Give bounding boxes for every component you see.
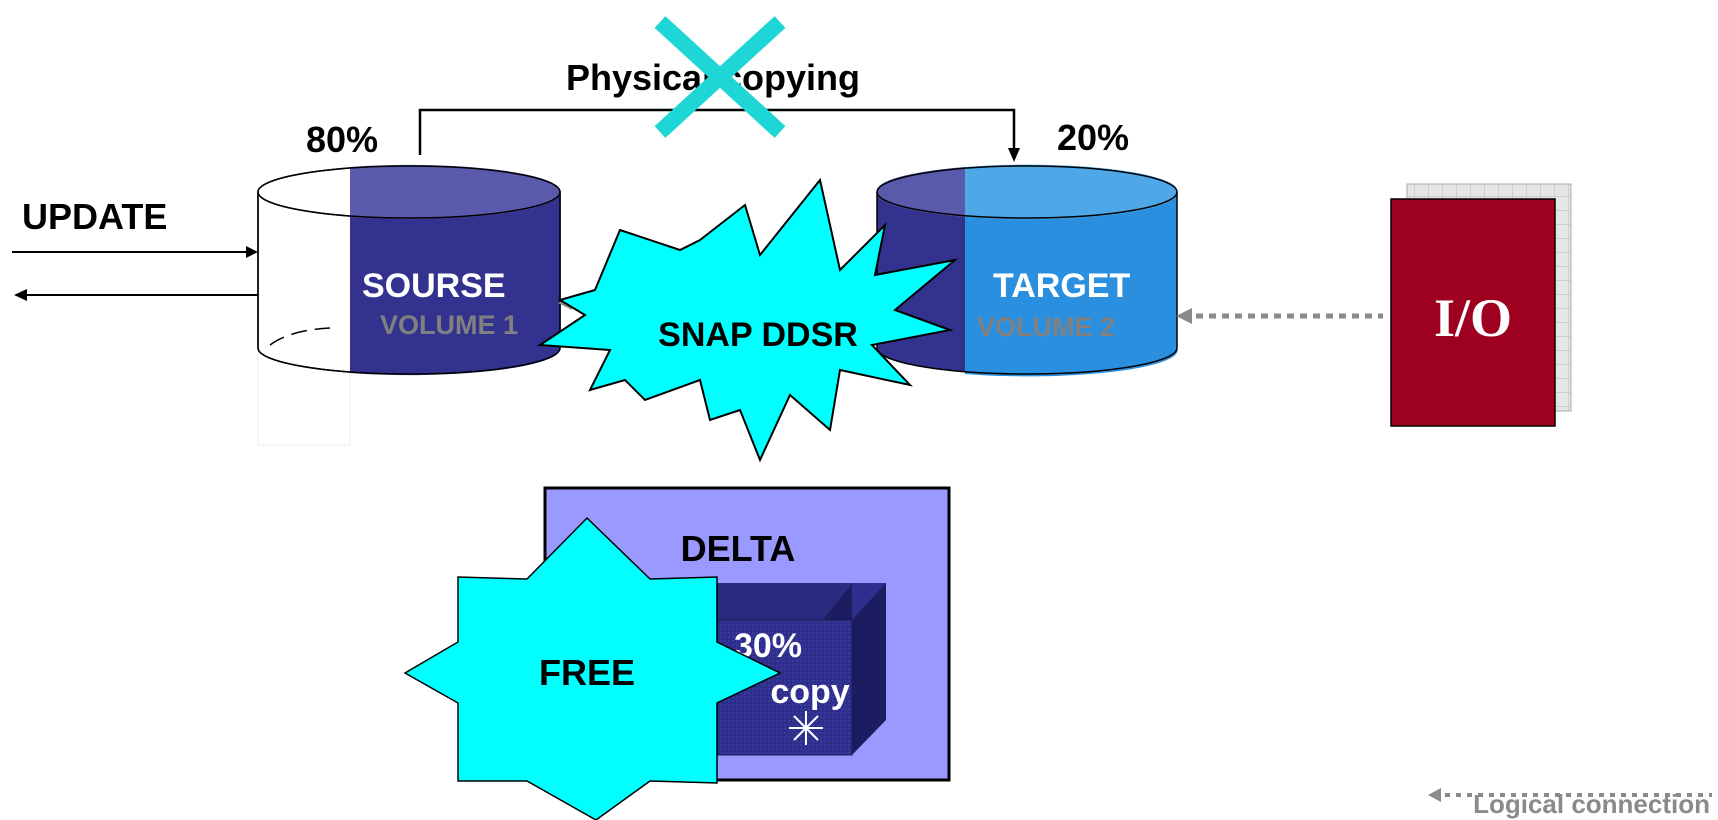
source-volume-label: VOLUME 1 <box>380 310 518 340</box>
snap-ddsr-label: SNAP DDSR <box>658 316 858 354</box>
target-percent-label: 20% <box>1057 117 1129 158</box>
source-name-label: SOURSE <box>362 267 506 305</box>
free-label: FREE <box>539 652 635 693</box>
update-label: UPDATE <box>22 196 167 237</box>
source-volume-cylinder <box>257 164 561 446</box>
snap-ddsr-burst <box>537 177 959 463</box>
delta-copy-label: copy <box>770 673 849 711</box>
delta-label: DELTA <box>681 528 796 569</box>
target-volume-label: VOLUME 2 <box>977 312 1115 342</box>
legend-logical-arrow <box>1428 788 1712 802</box>
legend-logical-label: Logical connection <box>1473 789 1710 819</box>
update-out-arrow <box>14 289 258 301</box>
update-in-arrow <box>12 246 258 258</box>
io-logical-connection <box>1176 308 1383 324</box>
x-mark-icon <box>654 16 786 138</box>
source-percent-label: 80% <box>306 119 378 160</box>
io-block <box>1390 183 1572 427</box>
physical-copying-connector <box>418 108 1020 162</box>
free-star <box>403 516 782 820</box>
target-name-label: TARGET <box>993 267 1130 305</box>
target-volume-cylinder <box>876 164 1178 377</box>
io-label: I/O <box>1434 288 1512 348</box>
asterisk-icon <box>789 711 823 745</box>
